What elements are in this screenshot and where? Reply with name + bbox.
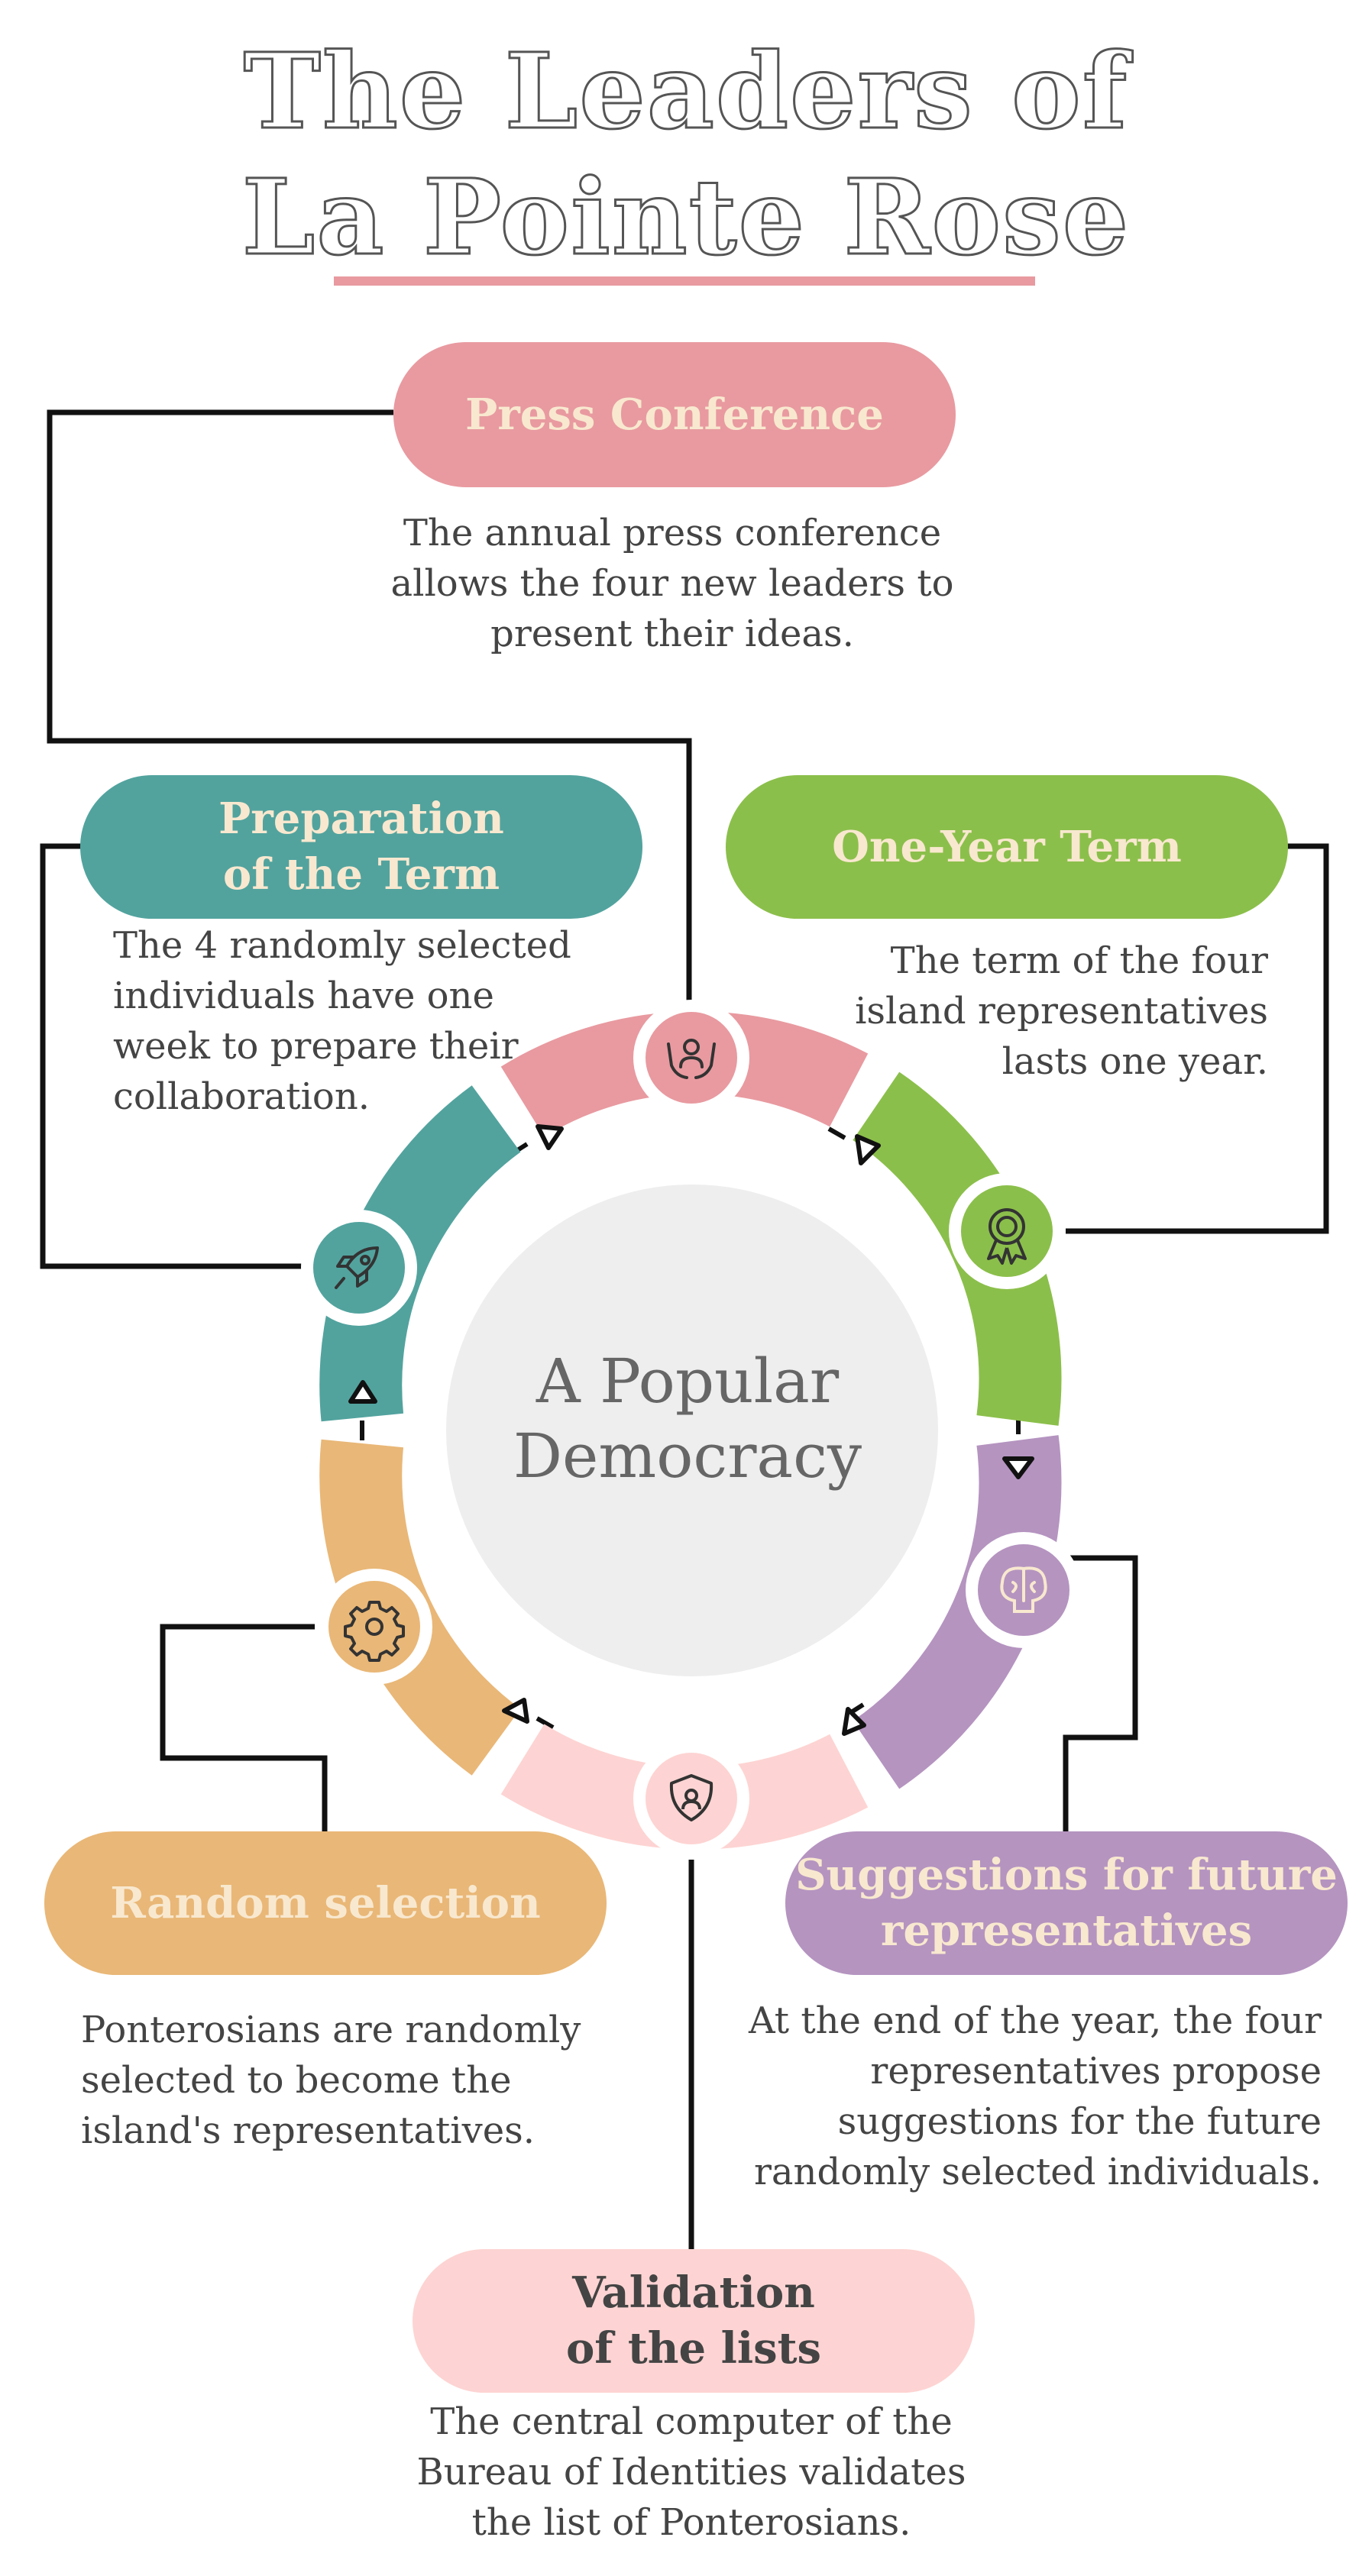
center-disc	[446, 1185, 938, 1676]
title-underline	[334, 276, 1035, 286]
desc-suggestions: At the end of the year, the four represe…	[748, 1999, 1322, 2193]
pill-press-conference: Press Conference	[393, 342, 956, 487]
arrow-icon	[502, 1698, 529, 1724]
desc-one-year-term: The term of the four island representati…	[855, 939, 1268, 1083]
desc-validation: The central computer of the Bureau of Id…	[416, 2400, 966, 2544]
pill-one-year-term: One-Year Term	[726, 775, 1288, 919]
desc-random-selection: Ponterosians are randomly selected to be…	[81, 2009, 581, 2152]
pill-preparation: Preparation of the Term	[80, 775, 642, 919]
shield-user-icon	[633, 1740, 749, 1857]
award-badge-icon	[949, 1173, 1065, 1289]
title-line-2: La Pointe Rose	[241, 156, 1131, 280]
pill-suggestions: Suggestions for future representatives	[785, 1831, 1348, 1975]
arrow-icon	[348, 1380, 377, 1404]
center-label: A Popular Democracy	[513, 1346, 862, 1492]
pill-validation: Validation of the lists	[413, 2249, 975, 2393]
connector-term	[1066, 843, 1329, 1234]
direction-arrows	[348, 1124, 1034, 1736]
raised-hands-icon	[633, 1000, 749, 1116]
rocket-icon	[301, 1210, 417, 1326]
connector-preparation	[40, 843, 302, 1269]
desc-press-conference: The annual press conference allows the f…	[390, 512, 954, 655]
arrow-icon	[855, 1134, 881, 1165]
brain-icon	[966, 1532, 1082, 1648]
connector-random	[160, 1624, 328, 1831]
gear-icon	[316, 1569, 432, 1685]
desc-preparation: The 4 randomly selected individuals have…	[113, 924, 571, 1118]
pill-random-selection: Random selection	[44, 1831, 607, 1975]
connector-lines	[40, 409, 1329, 2249]
icon-badges	[301, 1000, 1082, 1857]
arrow-icon	[1002, 1456, 1034, 1479]
arrow-icon	[536, 1124, 564, 1150]
connector-suggestions	[1063, 1555, 1138, 1831]
connector-press	[47, 409, 692, 1000]
arrow-icon	[842, 1707, 866, 1736]
title-line-1: The Leaders of	[242, 30, 1129, 154]
